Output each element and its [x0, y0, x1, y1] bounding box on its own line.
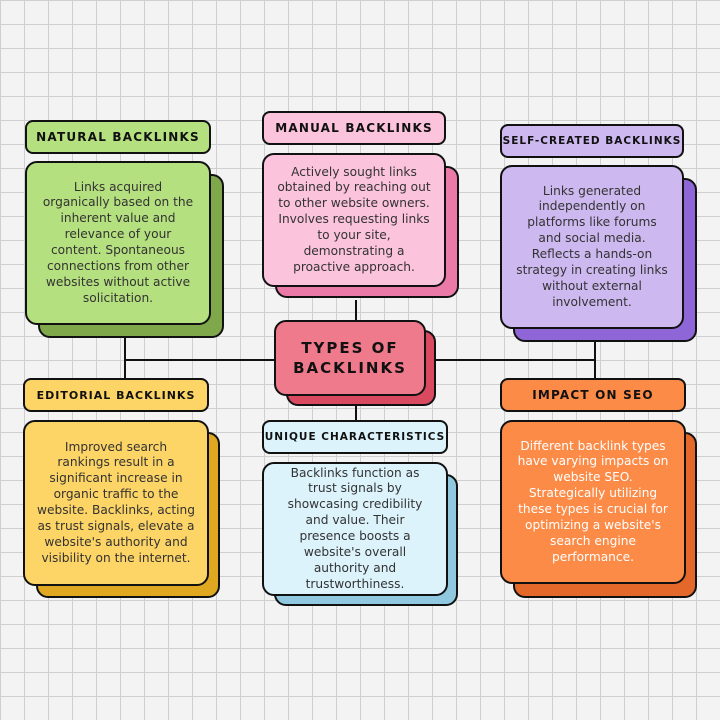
- self-created-label: SELF-CREATED BACKLINKS: [500, 124, 684, 158]
- connector-center-bottom: [355, 404, 357, 424]
- impact-label-text: IMPACT ON SEO: [532, 388, 654, 402]
- unique-card-text: Backlinks function as trust signals by s…: [287, 465, 423, 591]
- impact-label: IMPACT ON SEO: [500, 378, 686, 412]
- unique-label-text: UNIQUE CHARACTERISTICS: [264, 431, 446, 443]
- impact-card-text: Different backlink types have varying im…: [517, 438, 669, 564]
- manual-label: MANUAL BACKLINKS: [262, 111, 446, 145]
- natural-card-text: Links acquired organically based on the …: [42, 179, 194, 305]
- editorial-card: Improved search rankings result in a sig…: [23, 420, 209, 586]
- natural-label: NATURAL BACKLINKS: [25, 120, 211, 154]
- editorial-label: EDITORIAL BACKLINKS: [23, 378, 209, 412]
- self-created-card: Links generated independently on platfor…: [500, 165, 684, 329]
- manual-label-text: MANUAL BACKLINKS: [275, 121, 433, 135]
- editorial-card-text: Improved search rankings result in a sig…: [37, 439, 195, 565]
- unique-label: UNIQUE CHARACTERISTICS: [262, 420, 448, 454]
- self-created-label-text: SELF-CREATED BACKLINKS: [502, 135, 682, 147]
- center-card: TYPES OF BACKLINKS: [274, 320, 426, 396]
- natural-card: Links acquired organically based on the …: [25, 161, 211, 325]
- natural-label-text: NATURAL BACKLINKS: [36, 130, 200, 144]
- self-created-card-text: Links generated independently on platfor…: [516, 183, 668, 309]
- impact-card: Different backlink types have varying im…: [500, 420, 686, 584]
- unique-card: Backlinks function as trust signals by s…: [262, 462, 448, 596]
- connector-center-top: [355, 300, 357, 322]
- manual-card: Actively sought links obtained by reachi…: [262, 153, 446, 287]
- manual-card-text: Actively sought links obtained by reachi…: [277, 164, 431, 274]
- center-title: TYPES OF BACKLINKS: [293, 338, 407, 377]
- connector-right-vertical: [594, 330, 596, 382]
- connector-left-vertical: [124, 326, 126, 382]
- editorial-label-text: EDITORIAL BACKLINKS: [36, 388, 196, 402]
